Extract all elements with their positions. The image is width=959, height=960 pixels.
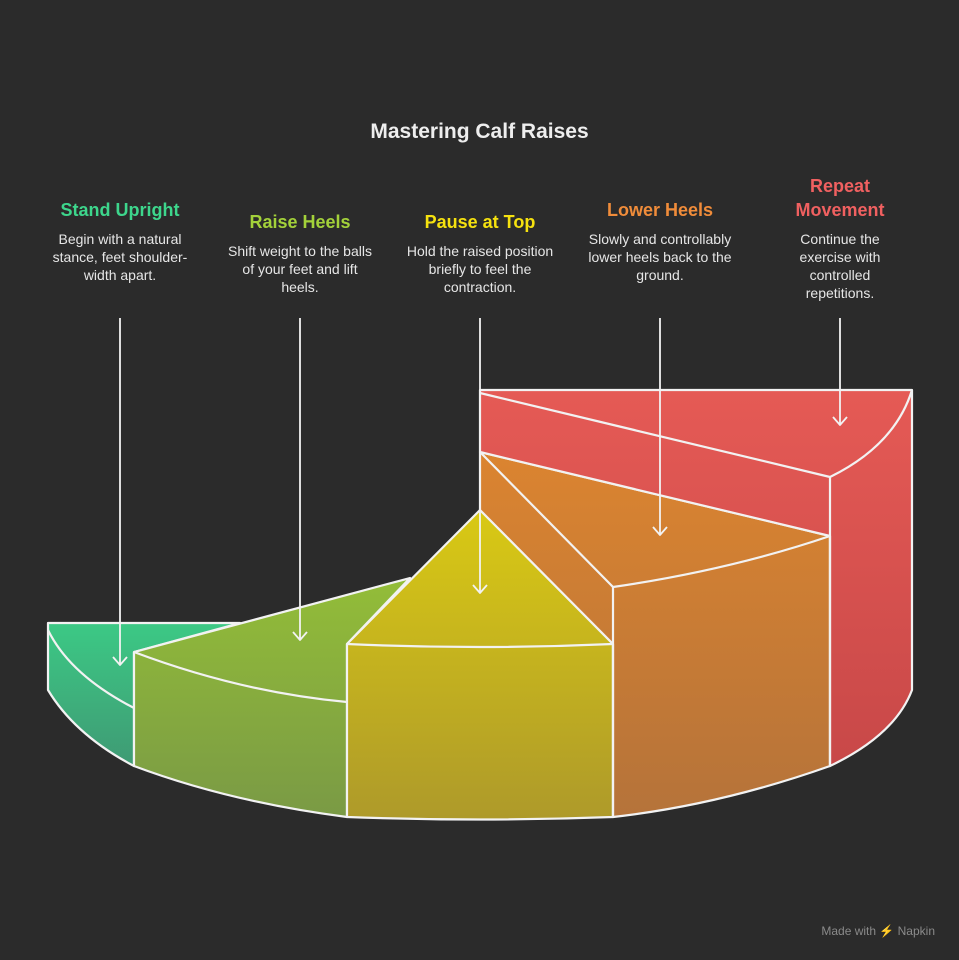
step-description: Continue the exercise with controlled re… — [799, 231, 881, 301]
diagram-title: Mastering Calf Raises — [370, 120, 589, 143]
step-title: Lower Heels — [606, 200, 714, 220]
pointer-arrows — [112, 318, 848, 666]
step-description: Begin with a natural stance, feet should… — [52, 231, 188, 283]
step-title: Repeat Movement — [795, 176, 885, 220]
segment-pause-at-top — [345, 508, 615, 821]
step-description: Hold the raised position briefly to feel… — [406, 243, 554, 295]
step-title: Raise Heels — [249, 212, 351, 232]
step-repeat-movement: Repeat Movement Continue the exercise wi… — [780, 174, 900, 302]
step-title: Pause at Top — [424, 212, 536, 232]
step-pause-at-top: Pause at Top Hold the raised position br… — [405, 210, 555, 296]
step-lower-heels: Lower Heels Slowly and controllably lowe… — [585, 198, 735, 284]
step-raise-heels: Raise Heels Shift weight to the balls of… — [225, 210, 375, 296]
step-description: Shift weight to the balls of your feet a… — [228, 243, 372, 295]
segment-repeat-movement — [478, 388, 914, 768]
made-with-napkin-footer: Made with ⚡ Napkin — [821, 924, 935, 938]
step-title: Stand Upright — [60, 200, 180, 220]
step-stand-upright: Stand Upright Begin with a natural stanc… — [45, 198, 195, 284]
step-description: Slowly and controllably lower heels back… — [588, 231, 732, 283]
segment-lower-heels — [478, 450, 832, 819]
